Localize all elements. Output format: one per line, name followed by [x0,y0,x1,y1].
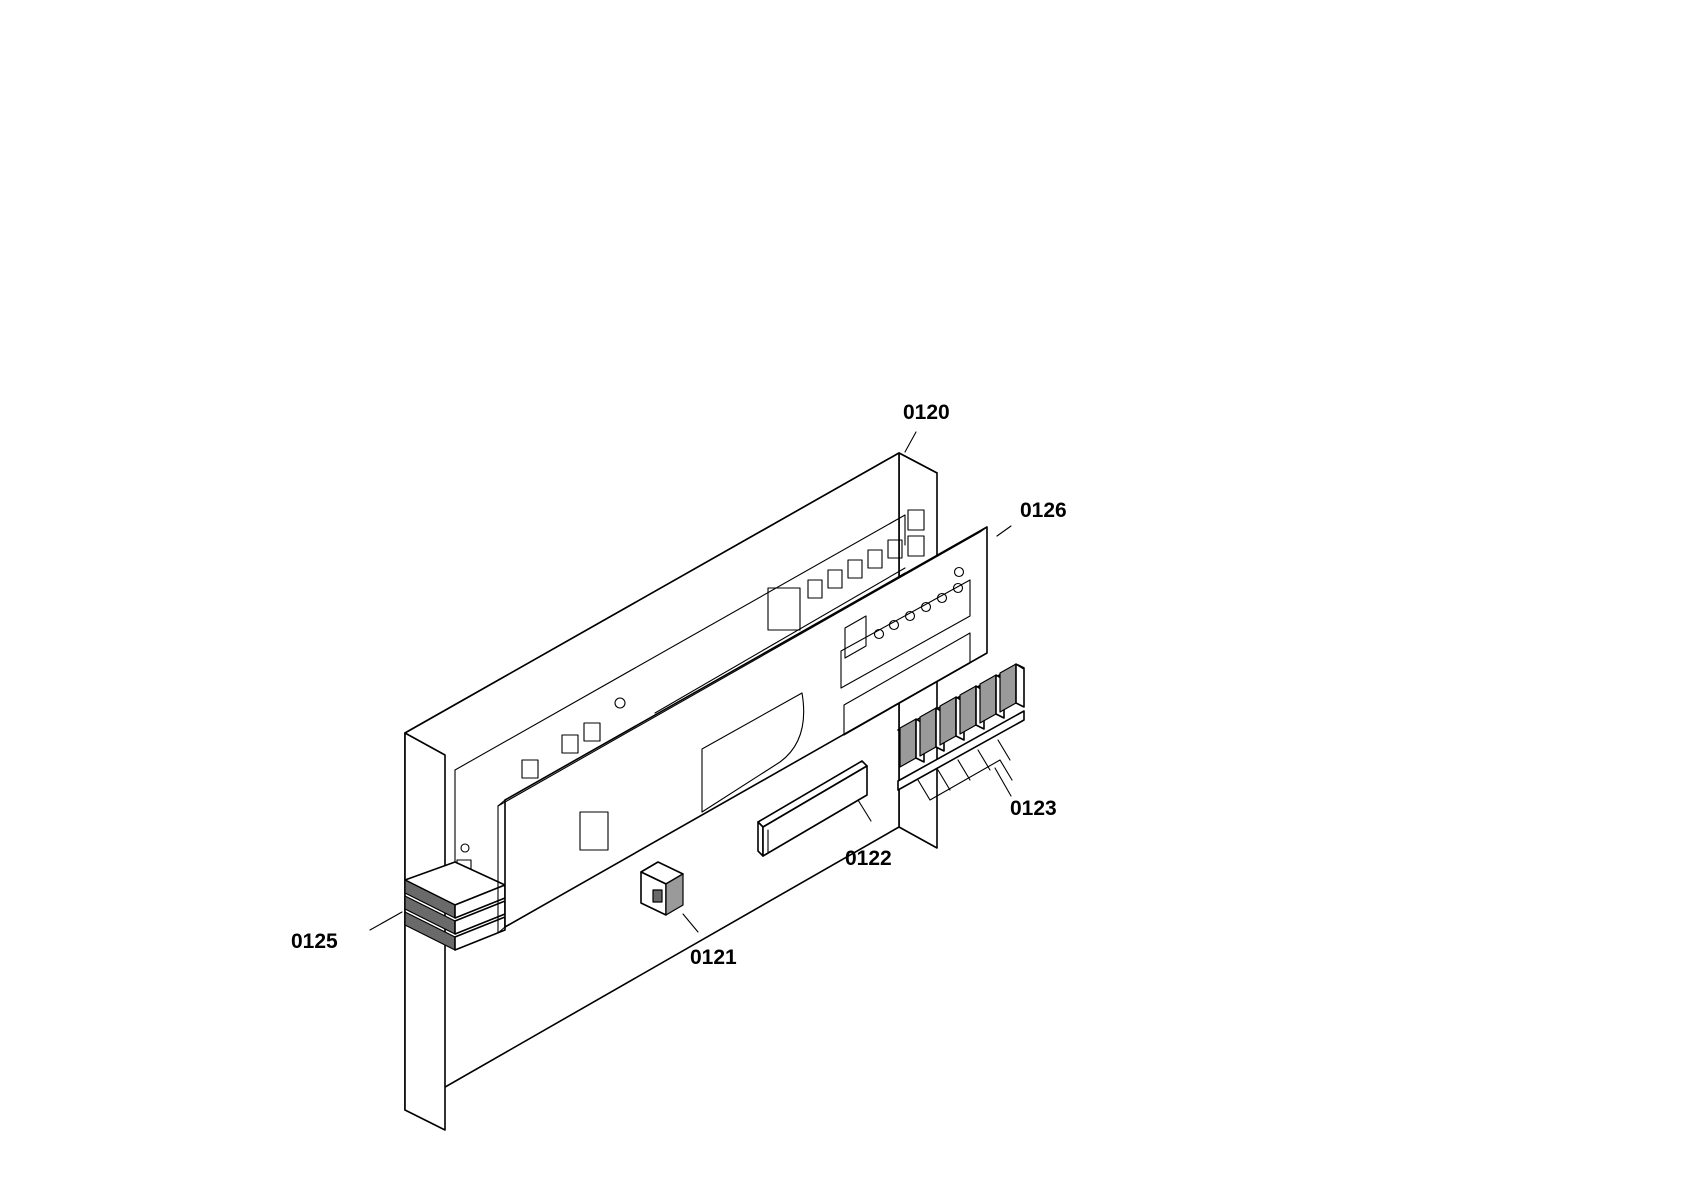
label-0123: 0123 [1010,797,1057,820]
leader-lines [369,431,1012,933]
label-0122: 0122 [845,847,892,870]
label-0125: 0125 [291,930,338,953]
part-0121-switch [640,861,684,916]
label-0120: 0120 [903,401,950,424]
part-0125-pad-stack [404,861,506,951]
part-0126-front-panel [497,526,988,934]
label-0121: 0121 [690,946,737,969]
label-0126: 0126 [1020,499,1067,522]
part-0123-button-block [897,663,1025,801]
part-0122-handle-strip [757,760,868,857]
